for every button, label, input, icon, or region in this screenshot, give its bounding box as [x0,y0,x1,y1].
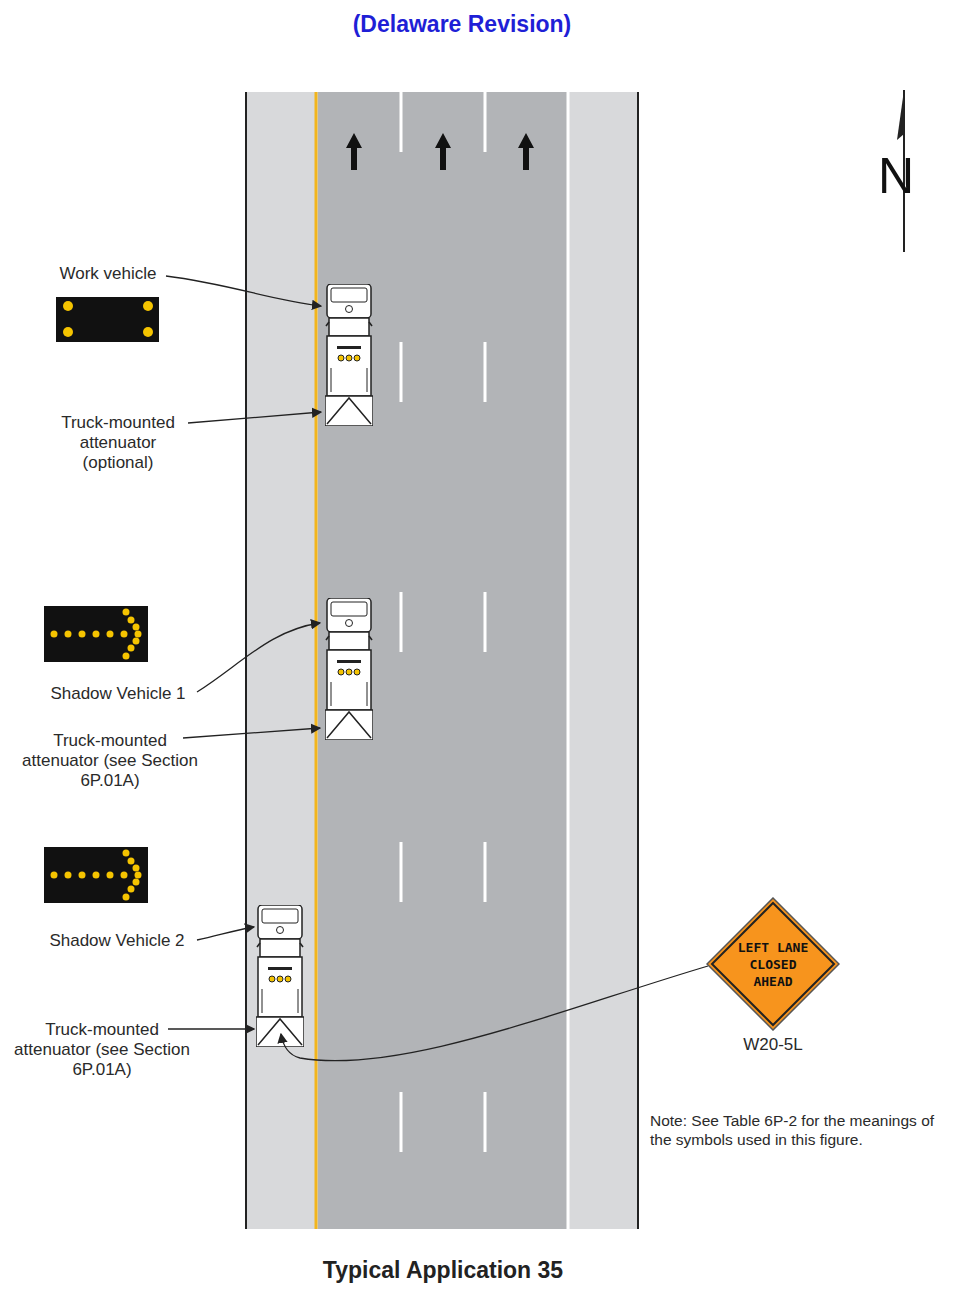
arrow-board [44,606,148,662]
warning-lights-board [56,297,159,342]
diagram-title: (Delaware Revision) [0,10,946,38]
shadow-vehicle [256,905,304,1047]
vehicle-label: Shadow Vehicle 2 [32,931,202,951]
north-label: N [871,148,921,204]
vehicle-label: Shadow Vehicle 1 [33,684,203,704]
lane-arrows [346,133,534,170]
work-vehicle [325,284,373,426]
attenuator-label: Truck-mounted attenuator (optional) [43,413,193,473]
diagram-caption: Typical Application 35 [243,1256,643,1284]
attenuator-label: Truck-mounted attenuator (see Section 6P… [12,1020,192,1080]
arrow-board [44,847,148,903]
sign-code: W20-5L [713,1035,833,1055]
attenuator-label: Truck-mounted attenuator (see Section 6P… [20,731,200,791]
vehicle-label: Work vehicle [33,264,183,284]
note-text: Note: See Table 6P-2 for the meanings of… [650,1111,950,1149]
sign-legend: LEFT LANE CLOSED AHEAD [729,939,817,990]
leader-lines [166,276,708,1061]
shadow-vehicle [325,598,373,740]
warning-sign: LEFT LANE CLOSED AHEADW20-5L [706,897,840,1031]
